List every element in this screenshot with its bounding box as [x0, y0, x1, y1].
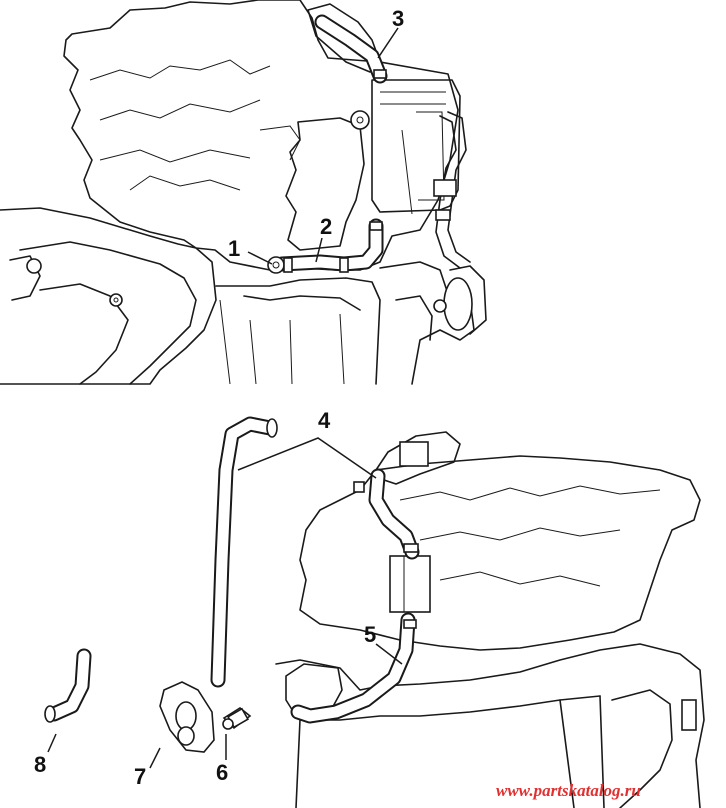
fitting-part-6: [222, 707, 252, 730]
callout-2: 2: [320, 214, 333, 239]
callout-7: 7: [134, 764, 147, 789]
hose-part-8: [44, 648, 92, 723]
callout-6: 6: [216, 760, 229, 785]
leader-7: [149, 747, 161, 769]
callout-5: 5: [364, 622, 377, 647]
grommet-part-7: [159, 681, 215, 753]
callout-1: 1: [228, 236, 241, 261]
leader-8: [47, 733, 57, 753]
leader-5: [375, 643, 403, 665]
callout-8: 8: [34, 752, 47, 777]
top-engine-assembly: [0, 0, 487, 385]
callout-4: 4: [318, 408, 331, 433]
leader-1: [247, 251, 273, 265]
watermark: www.partskatalog.ru: [496, 781, 641, 800]
hose-part-4: [210, 416, 278, 688]
callout-3: 3: [392, 6, 405, 31]
leader-2: [315, 237, 323, 263]
leader-lines: [47, 27, 403, 769]
bottom-engine-assembly: [275, 431, 705, 808]
leader-4: [237, 437, 377, 479]
leader-3: [377, 27, 399, 59]
